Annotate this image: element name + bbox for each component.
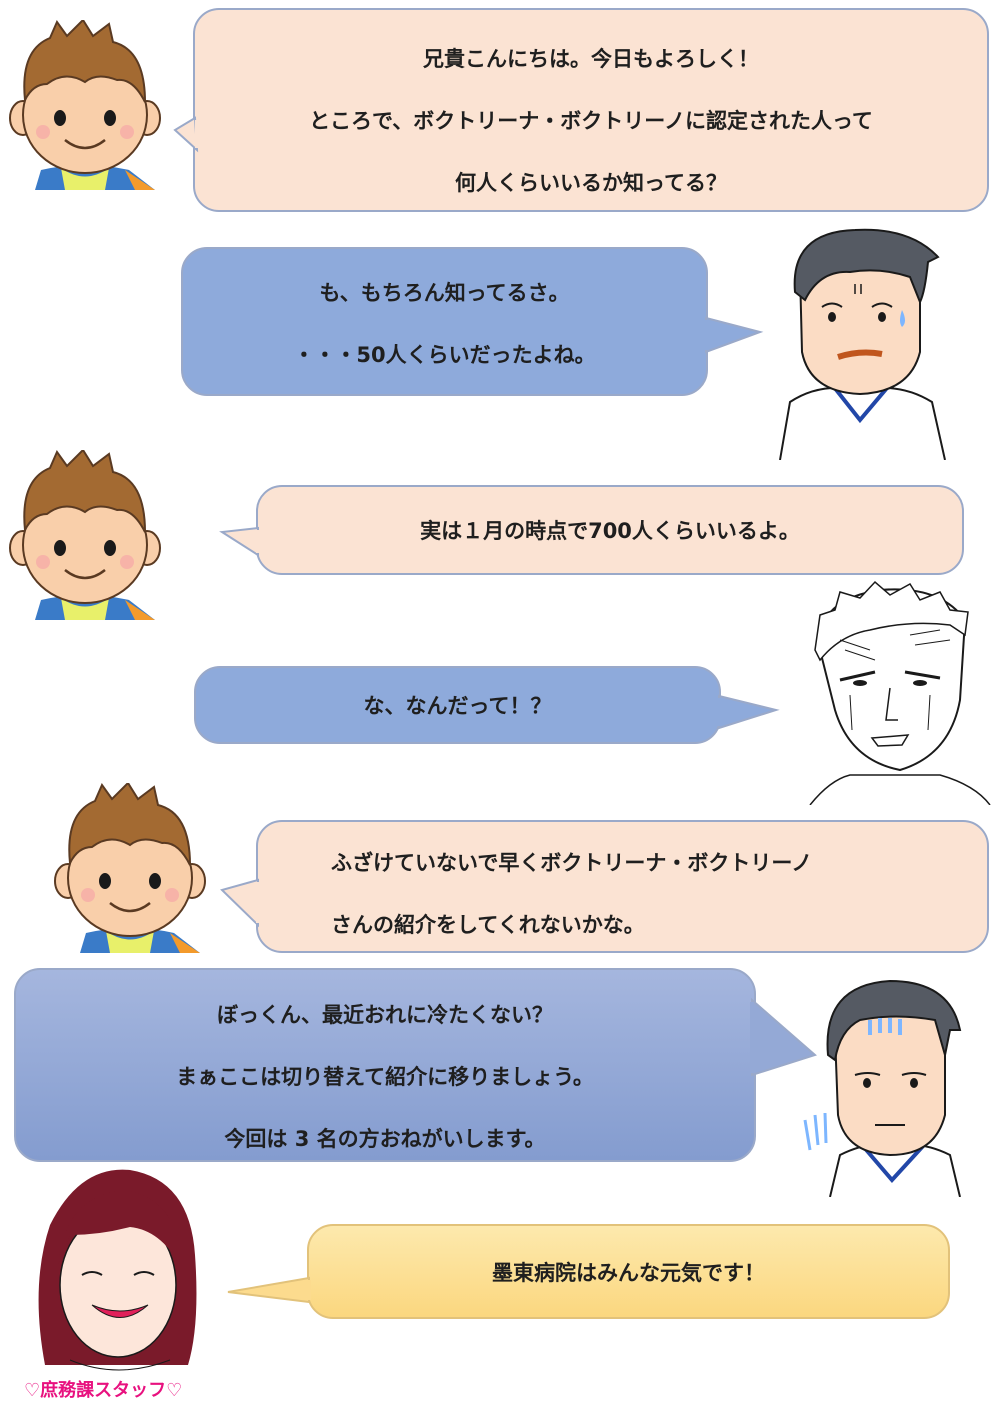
shocked-brother-character-icon: [809, 580, 991, 805]
speech-bubble-brother-3: ぼっくん、最近おれに冷たくない？ まぁここは切り替えて紹介に移りましょう。 今回…: [14, 968, 756, 1162]
boy-character-icon: [9, 20, 161, 190]
brother-character-icon: [779, 228, 946, 460]
staff-woman-character-icon: [38, 1169, 197, 1371]
bubble-line: 今回は 3 名の方おねがいします。: [224, 1127, 546, 1151]
speech-bubble-brother-2: な、なんだって！？: [194, 666, 721, 744]
staff-caption: ♡庶務課スタッフ♡: [24, 1380, 183, 1401]
boy-character-icon: [9, 450, 161, 620]
speech-bubble-brother-1: も、もちろん知ってるさ。 ・・・50人くらいだったよね。: [181, 247, 708, 396]
bubble-line: さんの紹介をしてくれないかな。: [331, 913, 645, 937]
bubble-line: 実は１月の時点で700人くらいいるよ。: [420, 519, 800, 543]
bubble-line: ・・・50人くらいだったよね。: [293, 343, 596, 367]
bubble-line: ぼっくん、最近おれに冷たくない？: [217, 1003, 553, 1027]
bubble-line: 何人くらいいるか知ってる？: [455, 171, 727, 195]
bubble-line: も、もちろん知ってるさ。: [319, 281, 570, 305]
bubble-line: 墨東病院はみんな元気です！: [492, 1261, 765, 1285]
speech-bubble-boy-3: ふざけていないで早くボクトリーナ・ボクトリーノ さんの紹介をしてくれないかな。: [256, 820, 989, 953]
bubble-line: まぁここは切り替えて紹介に移りましょう。: [176, 1065, 594, 1089]
bubble-line: 兄貴こんにちは。今日もよろしく！: [423, 47, 759, 71]
speech-bubble-boy-2: 実は１月の時点で700人くらいいるよ。: [256, 485, 964, 575]
speech-bubble-staff: 墨東病院はみんな元気です！: [307, 1224, 950, 1319]
boy-character-icon: [54, 783, 206, 953]
speech-bubble-boy-1: 兄貴こんにちは。今日もよろしく！ ところで、ボクトリーナ・ボクトリーノに認定され…: [193, 8, 989, 212]
bubble-line: ところで、ボクトリーナ・ボクトリーノに認定された人って: [309, 109, 873, 133]
bubble-line: ふざけていないで早くボクトリーナ・ボクトリーノ: [331, 851, 813, 875]
tired-brother-character-icon: [803, 979, 962, 1197]
bubble-line: な、なんだって！？: [363, 694, 552, 718]
